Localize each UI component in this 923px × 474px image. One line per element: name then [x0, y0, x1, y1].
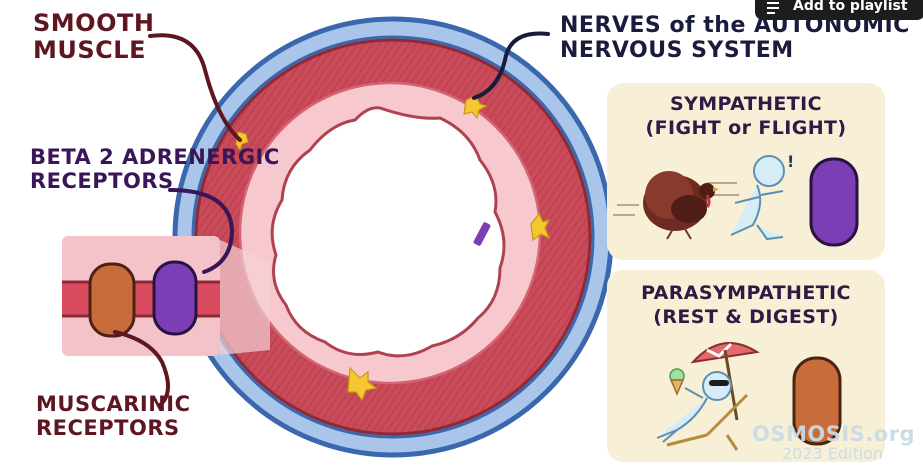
relaxing-person-icon: [656, 371, 732, 443]
receptor-strip-mark: [473, 222, 491, 246]
sympathetic-illustration: !: [613, 152, 859, 247]
sympathetic-title: SYMPATHETIC (FIGHT or FLIGHT): [645, 93, 847, 139]
speed-lines-icon: [613, 182, 739, 216]
ice-cream-icon: [669, 368, 685, 396]
parasympathetic-illustration: [656, 342, 842, 451]
lumen: [270, 106, 506, 358]
parasympathetic-title: PARASYMPATHETIC (REST & DIGEST): [641, 282, 851, 328]
muscarinic-receptor-shape: [88, 262, 136, 338]
parasympathetic-card: PARASYMPATHETIC (REST & DIGEST): [607, 270, 885, 462]
muscarinic-receptors-label: MUSCARINIC RECEPTORS: [36, 392, 191, 440]
muscarinic-receptor-icon: [792, 356, 842, 446]
nerves-pointer: [472, 31, 550, 100]
nerves-label: NERVES of the AUTONOMIC NERVOUS SYSTEM: [560, 13, 910, 63]
turkey-icon: [643, 171, 719, 240]
playlist-label: Add to playlist: [793, 0, 908, 14]
nerve-ending-icon: [347, 366, 378, 402]
sympathetic-card: SYMPATHETIC (FIGHT or FLIGHT): [607, 83, 885, 260]
beta2-receptors-label: BETA 2 ADRENERGIC RECEPTORS: [30, 145, 280, 193]
add-to-playlist-button[interactable]: Add to playlist: [755, 0, 923, 20]
nerve-ending-icon: [530, 212, 551, 242]
lounge-chair-icon: [666, 393, 749, 451]
beta2-receptor-icon: [809, 157, 859, 247]
osmosis-watermark: OSMOSIS.org 2023 Edition: [752, 422, 916, 463]
beta2-pointer: [168, 188, 235, 274]
muscarinic-pointer: [113, 330, 170, 407]
running-person-icon: [730, 155, 785, 241]
alarm-mark: !: [787, 152, 794, 171]
smooth-muscle-label: SMOOTH MUSCLE: [33, 9, 155, 64]
beta2-receptor-shape: [152, 260, 198, 336]
sunglasses-icon: [709, 380, 729, 386]
playlist-add-icon: [767, 2, 785, 14]
smooth-muscle-pointer: [148, 33, 242, 142]
